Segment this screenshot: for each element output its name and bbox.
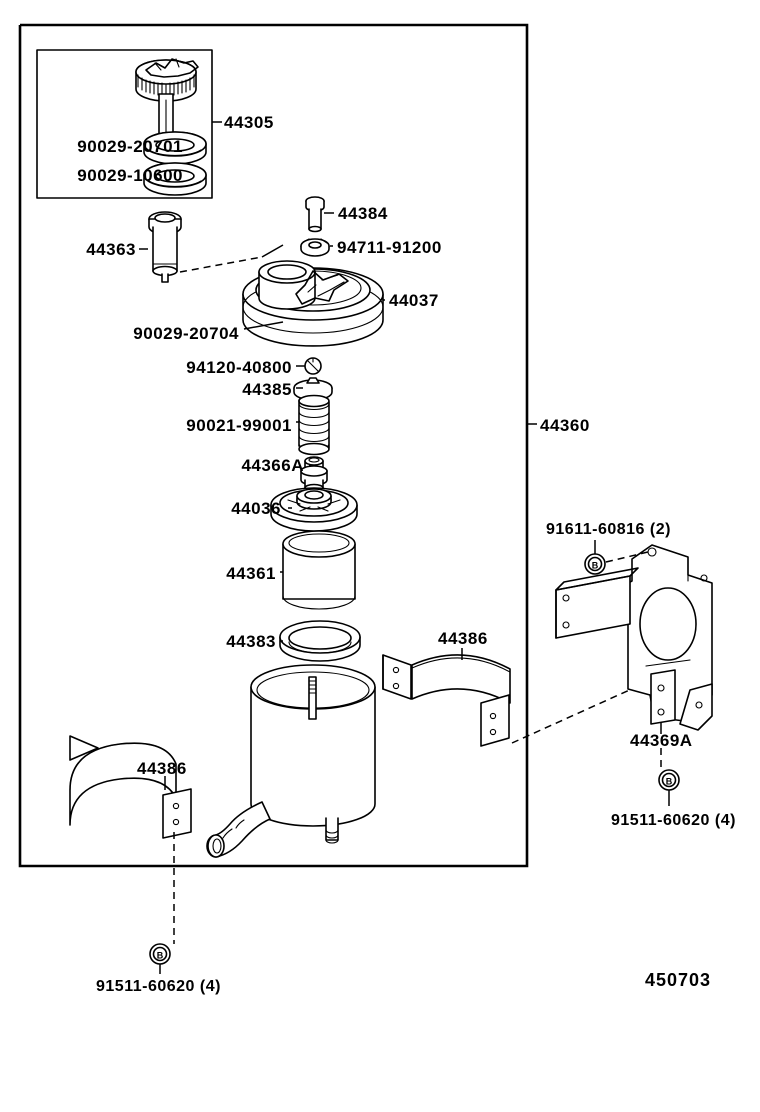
bolt-symbol-b-upper-right-icon: B: [584, 540, 649, 575]
callout-44036: 44036: [231, 499, 281, 518]
callout-44386-left: 44386: [137, 759, 187, 778]
valve-body-icon: [300, 456, 328, 493]
callout-90029-20704: 90029-20704: [133, 324, 239, 343]
callout-91511-60620-right: 91511-60620 (4): [611, 812, 736, 829]
bolt-symbol-b-lower-right-icon: B: [658, 769, 680, 806]
callout-91511-60620-left: 91511-60620 (4): [96, 978, 221, 995]
callout-44363: 44363: [86, 240, 136, 259]
callout-44366A: 44366A: [241, 456, 304, 475]
reservoir-plate-icon: [270, 487, 358, 532]
diagram-number: 450703: [645, 970, 712, 990]
split-pin-icon: [296, 357, 322, 375]
callout-44360: 44360: [540, 416, 590, 435]
callout-94711-91200: 94711-91200: [337, 238, 442, 257]
filter-element-icon: [139, 211, 182, 283]
callout-44384: 44384: [338, 204, 388, 223]
callout-44383: 44383: [226, 632, 276, 651]
reservoir-band-left-icon: [69, 735, 192, 944]
o-ring-20701-icon: [143, 131, 207, 165]
bolt-symbol-b-lower-left-icon: B: [149, 943, 171, 974]
inset-frame: [36, 49, 222, 199]
reservoir-upper-cover-icon: [179, 244, 385, 347]
callout-94120-40800: 94120-40800: [186, 358, 292, 377]
svg-text:B: B: [157, 951, 164, 961]
svg-text:B: B: [592, 561, 599, 571]
callout-90029-20701: 90029-20701: [77, 137, 183, 156]
callout-90029-10600: 90029-10600: [77, 166, 183, 185]
callout-90021-99001: 90021-99001: [186, 416, 292, 435]
main-frame: [18, 23, 529, 868]
callout-44037: 44037: [389, 291, 439, 310]
callout-44305: 44305: [224, 113, 274, 132]
callout-44385: 44385: [242, 380, 292, 399]
spring-washer-icon: [300, 238, 333, 257]
oil-strainer-icon: [280, 530, 356, 610]
callout-44369A: 44369A: [630, 731, 693, 750]
callout-91611-60816: 91611-60816 (2): [546, 521, 671, 538]
callout-44386-right: 44386: [438, 629, 488, 648]
stud-bolt-icon: [305, 196, 334, 233]
compression-spring-icon: [296, 394, 330, 456]
reservoir-gasket-icon: [279, 620, 361, 662]
callout-44361: 44361: [226, 564, 276, 583]
reservoir-tank-icon: [206, 664, 376, 858]
reservoir-band-right-icon: [382, 648, 646, 747]
svg-text:B: B: [666, 777, 673, 787]
reservoir-bracket-icon: [555, 544, 713, 772]
o-ring-10600-icon: [143, 162, 207, 196]
